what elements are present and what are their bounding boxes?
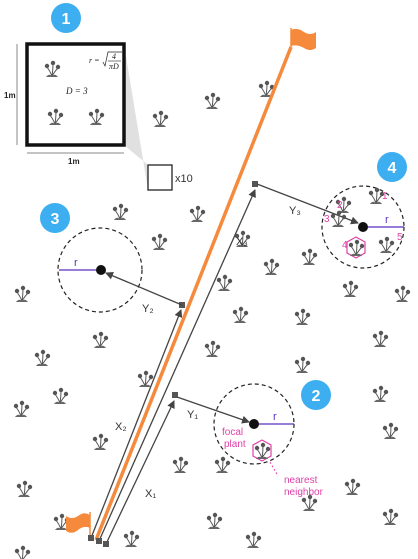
transect-line [94,46,293,541]
x2-line [90,309,183,539]
badge-1 [51,3,81,33]
radius-label-4: r [385,214,389,226]
field-plant [189,205,206,223]
plant-label: plant [224,439,246,450]
badge-3 [40,203,70,233]
badge-4-label: 4 [388,160,397,177]
field-plant [382,422,399,440]
y3-start-marker [252,181,258,187]
field-plant [382,508,399,526]
field-plant [342,280,359,298]
field-plant [204,340,221,358]
y2-label: Y₂ [142,303,154,315]
field-plant [112,203,129,221]
field-plant [123,530,140,548]
sample-quadrat [147,164,173,191]
neighbor-number-5: 5 [397,232,403,243]
circle4-plant [348,239,365,257]
focal-point-3 [96,265,106,275]
field-plant [263,258,280,276]
x1-line [105,400,175,545]
y2-line [105,272,183,306]
circle4-plant [378,236,395,254]
field-plant [394,285,411,303]
y3-line [256,183,359,225]
neighbor-label: neighbor [284,487,324,498]
formula-denominator: πD [109,62,119,71]
formula-numerator: 4 [112,52,116,61]
nearest-neighbor-plant [254,442,271,460]
x3-line [98,189,256,542]
nearest-neighbor-hexagon [252,439,272,462]
nearest-label: nearest [284,475,318,486]
x1-label: X₁ [145,488,156,500]
neighbor-number-2: 2 [337,200,343,211]
focal-point-4 [358,222,368,232]
field-plant [151,233,168,251]
radius-formula: r = [89,56,100,65]
density-label: D = 3 [65,86,88,96]
field-plant [14,545,31,559]
field-plant [344,478,361,496]
field-plant [152,110,169,128]
quadrat-multiplier: x10 [175,173,193,185]
focal-point-2 [249,419,259,429]
x2-start-marker [88,535,94,541]
field-plant [214,456,231,474]
x2-label: X₂ [115,421,127,433]
neighbor-number-4: 4 [342,240,348,251]
field-plant [301,248,318,266]
x3-label: X₃ [236,236,248,248]
zoom-projection [124,44,148,190]
quadrat-side-label: 1m [4,91,16,100]
field-plant [92,433,109,451]
y1-line [176,396,250,424]
badge-1-label: 1 [62,11,71,28]
quadrat-inset [25,42,126,147]
radius-label-3: r [74,257,78,269]
field-plant [13,400,30,418]
field-plant [372,385,389,403]
field-plant [216,274,233,292]
flag-top-icon [291,28,316,50]
focal-label: focal [222,427,243,438]
flag-bottom-icon [66,513,90,533]
field-plant [52,387,69,405]
field-plant [232,306,249,324]
quadrat-bottom-label: 1m [68,157,80,166]
field-plant [372,330,389,348]
neighbor-hexagon-4 [346,236,366,259]
field-plant [204,92,221,110]
field-plant [14,285,31,303]
field-plant [34,349,51,367]
field-plant [172,456,189,474]
field-plant [294,308,311,326]
search-circle-3 [57,227,143,313]
badge-3-label: 3 [51,211,60,228]
badge-4 [377,152,407,182]
field-plant [16,480,33,498]
field-plant [294,356,311,374]
radius-sqrt-sign [102,51,122,68]
y1-label: Y₁ [187,409,198,421]
field-plant [92,331,109,349]
neighbor-pointer [269,461,279,477]
field-plant [206,512,223,530]
x1-start-marker [103,541,109,547]
x3-start-marker [96,538,102,544]
badge-2-label: 2 [312,388,321,405]
neighbor-number-3: 3 [324,214,330,225]
field-plant [245,531,262,549]
neighbor-number-1: 1 [382,191,388,202]
y3-label: Y₃ [289,205,301,217]
y1-start-marker [172,392,178,398]
radius-label-2: r [273,411,277,423]
badge-2 [301,380,331,410]
